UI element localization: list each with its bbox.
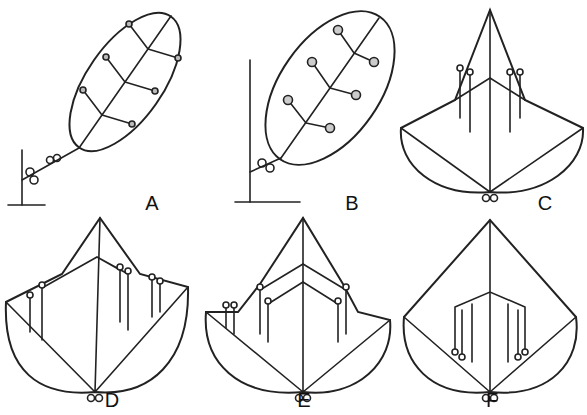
leaf-blade [206,218,391,393]
leaf-e [206,218,391,402]
stipule [96,395,103,402]
secondary-veins [455,292,525,362]
main-veins [401,10,583,192]
leaf-blade [239,0,421,188]
stipule [258,159,266,167]
panel-letter: E [297,390,310,410]
secondary-veins [30,257,160,340]
panel-letter: F [486,390,498,410]
stipule [483,195,490,202]
main-veins [404,220,576,392]
lateral-veins [83,24,178,124]
stem [249,60,251,202]
stipule [30,176,38,184]
secondary-veins [226,264,346,342]
leaf-blade [48,0,202,169]
leaf-blade [6,218,188,393]
stipule [88,395,95,402]
panel-letter: C [538,193,552,213]
stipule [26,168,34,176]
vein-tips [80,21,181,127]
vein-buds [457,65,523,75]
vein-buds [223,284,349,308]
leaf-blade [404,220,577,393]
stem [21,150,23,205]
main-veins [206,218,390,392]
leaf-f [404,220,577,402]
panel-letter: A [145,193,158,213]
leaf-b [235,0,421,202]
stipule [54,155,61,162]
main-veins [6,218,188,392]
midrib [281,18,379,158]
secondary-veins [455,68,525,132]
stem-base [235,201,300,203]
vein-buds [284,26,379,133]
panel-letter: B [345,193,358,213]
petiole [22,148,79,180]
leaf-blade [401,10,583,193]
vein-buds [27,264,163,298]
leaf-c [401,10,583,202]
panel-letter: D [105,390,119,410]
stipule [266,164,274,172]
lateral-veins [288,30,374,128]
stipule [491,195,498,202]
leaf-d [6,218,188,402]
petiole [250,158,281,172]
stem-base [8,204,45,206]
leaf-a [8,0,202,205]
stipule [47,157,54,164]
vein-buds [452,349,528,360]
